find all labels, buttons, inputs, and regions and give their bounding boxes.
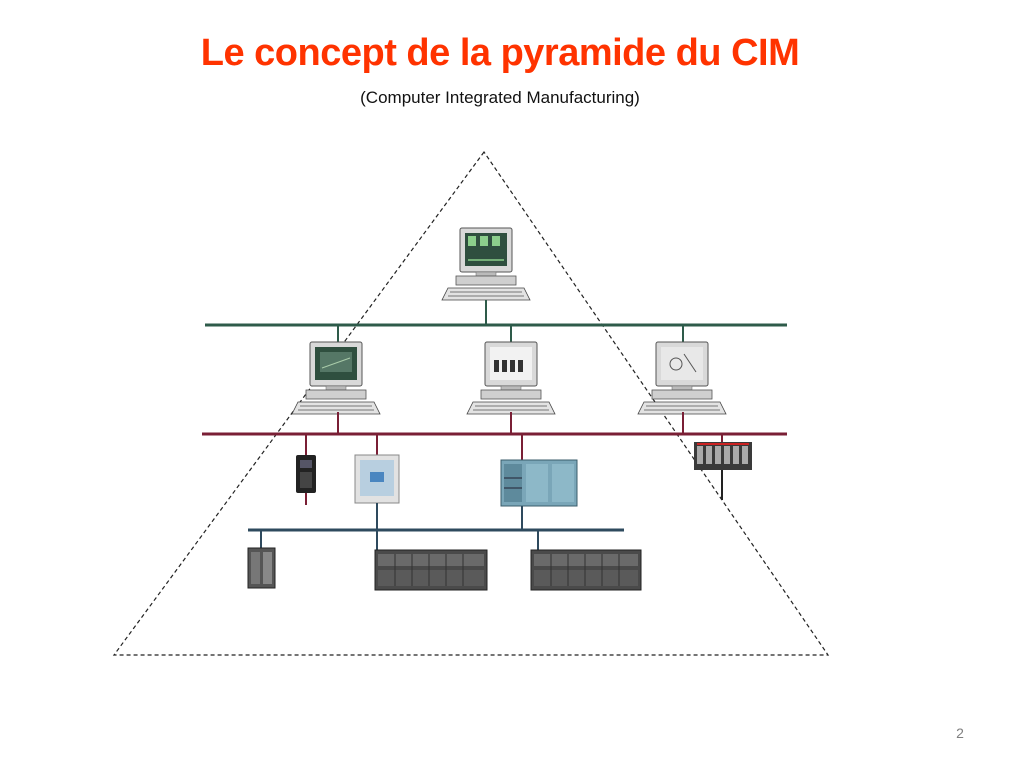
remote-io-icon [694, 442, 752, 470]
io-module-icon [247, 547, 276, 589]
handheld-terminal-icon [296, 455, 316, 493]
slide-subtitle: (Computer Integrated Manufacturing) [360, 88, 640, 107]
io-rack-icon [374, 549, 488, 591]
operator-panel-icon [354, 454, 400, 504]
pyramid-outline [112, 150, 830, 656]
slide-title: Le concept de la pyramide du CIM [200, 32, 800, 74]
io-rack-icon-right [530, 549, 642, 591]
page-number: 2 [956, 725, 964, 741]
management-computer-icon [441, 227, 531, 301]
workstation-icon-right [637, 341, 727, 415]
workstation-icon-center [466, 341, 556, 415]
workstation-icon-left [291, 341, 381, 415]
plc-icon [500, 459, 578, 507]
